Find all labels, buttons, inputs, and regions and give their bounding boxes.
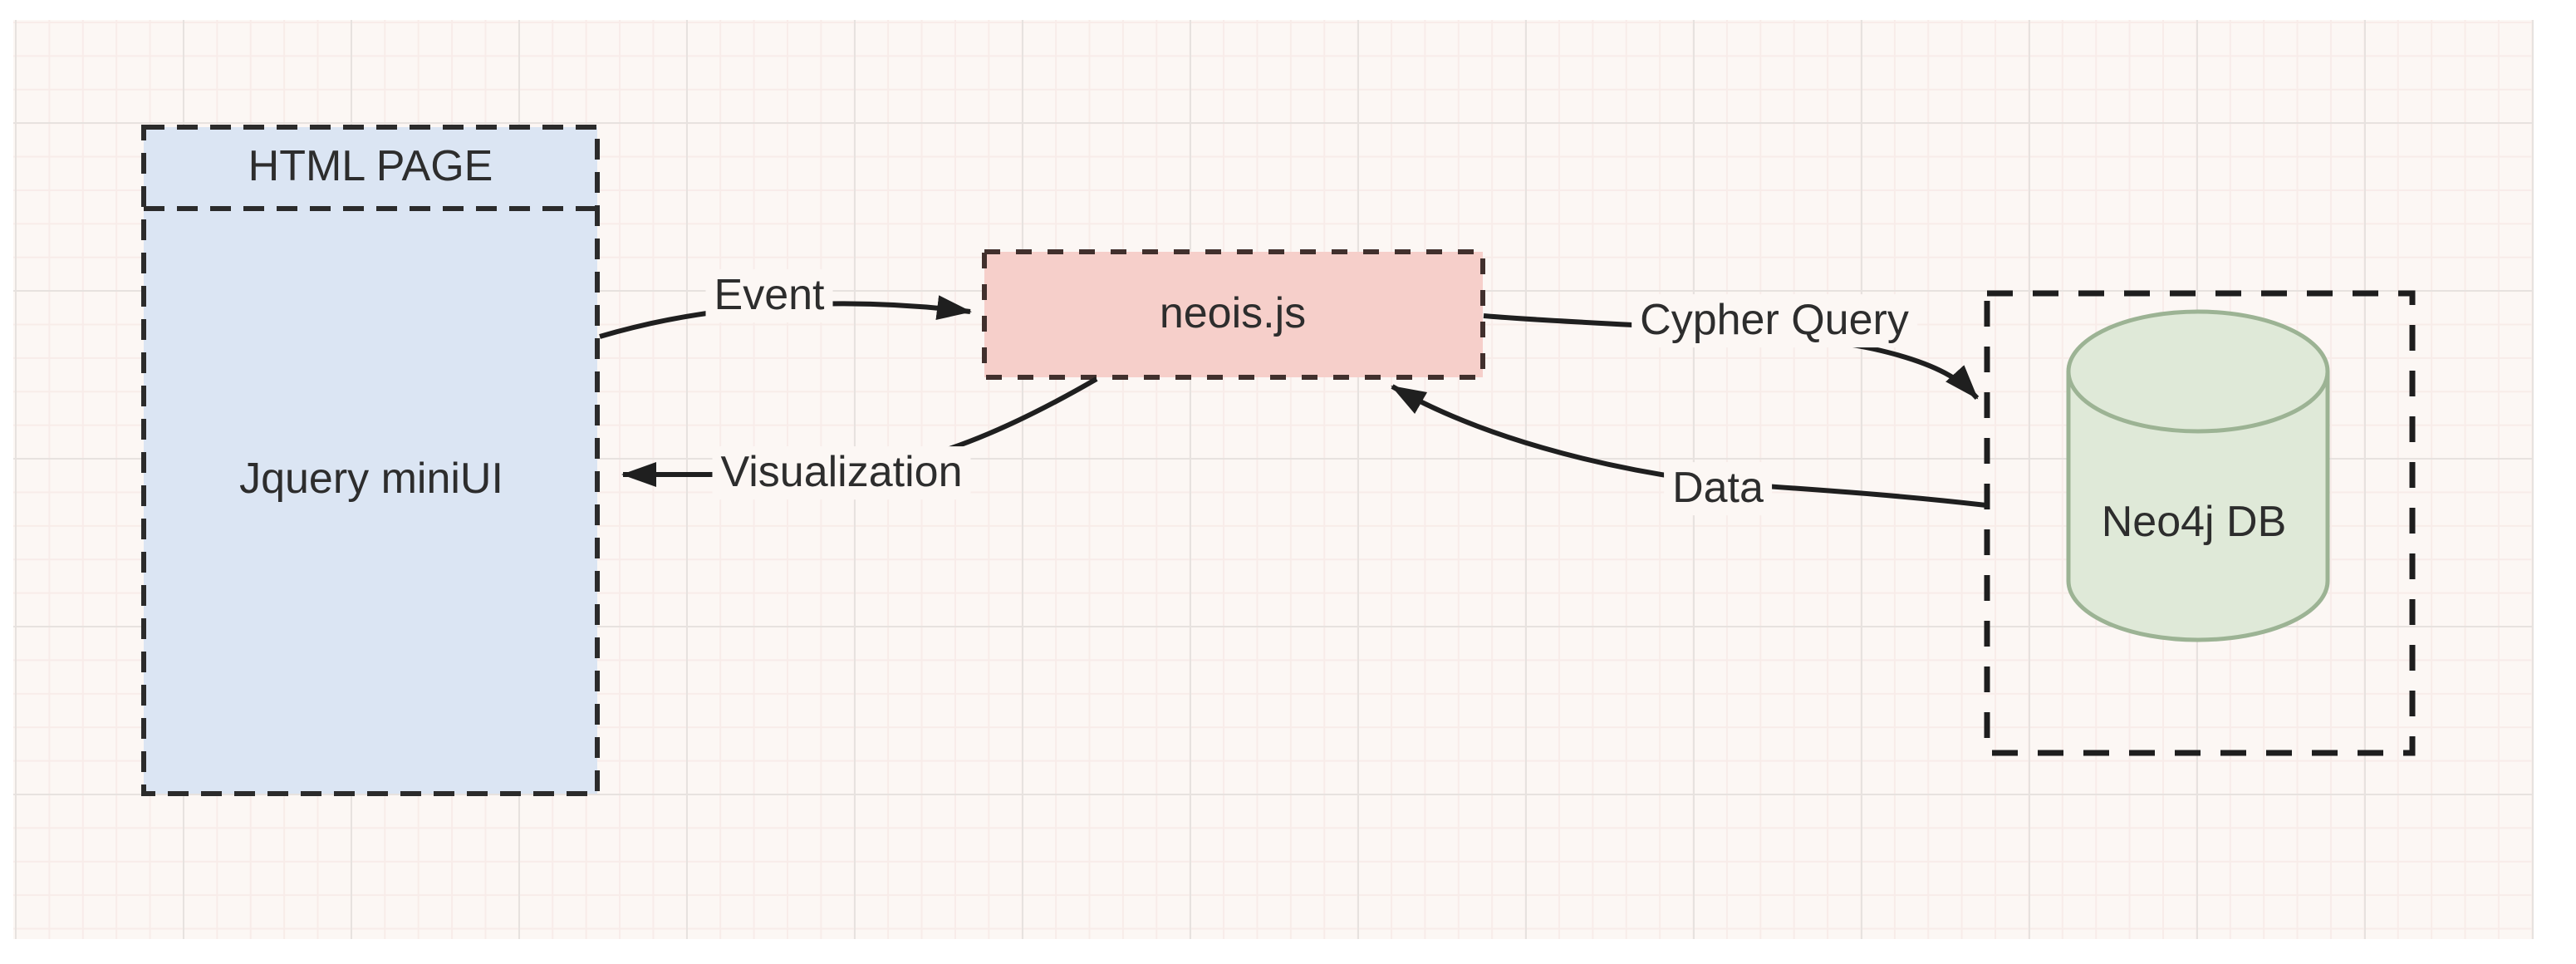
html-page-title-label[interactable]: HTML PAGE bbox=[248, 142, 493, 191]
visualization-edge-label[interactable]: Visualization bbox=[712, 446, 971, 499]
data-edge-label[interactable]: Data bbox=[1664, 462, 1772, 515]
neo4j-container-box[interactable] bbox=[1984, 290, 2416, 756]
html-page-box[interactable] bbox=[141, 125, 600, 796]
cypher-query-edge-label[interactable]: Cypher Query bbox=[1631, 294, 1917, 347]
jquery-miniui-label[interactable]: Jquery miniUI bbox=[239, 455, 503, 504]
event-edge-label[interactable]: Event bbox=[705, 269, 833, 322]
neo4j-db-label[interactable]: Neo4j DB bbox=[2101, 498, 2287, 547]
neois-box[interactable] bbox=[982, 249, 1485, 380]
neois-label[interactable]: neois.js bbox=[1159, 289, 1307, 338]
neo4j-cylinder-body[interactable] bbox=[2066, 371, 2330, 642]
neo4j-cylinder-top[interactable] bbox=[2066, 309, 2330, 434]
